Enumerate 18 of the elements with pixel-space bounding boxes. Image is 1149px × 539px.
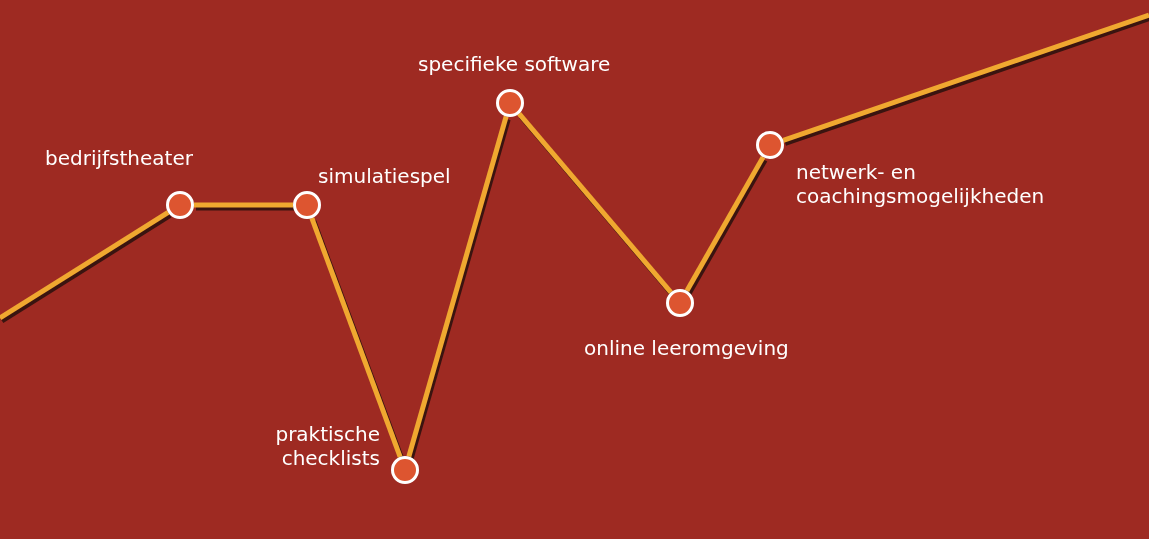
point-label: simulatiespel	[318, 164, 452, 188]
point-label: specifieke software	[418, 52, 612, 76]
point-label: bedrijfstheater	[45, 146, 194, 170]
connector-line	[406, 115, 511, 461]
connector-line	[782, 12, 1149, 146]
connector-line	[194, 202, 295, 211]
point-marker	[756, 131, 784, 159]
point-label: netwerk- en coachingsmogelijkheden	[796, 160, 1046, 208]
point-label: online leeromgeving	[584, 336, 790, 360]
connector-line	[684, 155, 768, 296]
point-marker	[166, 191, 194, 219]
connector-line	[0, 210, 172, 324]
point-label: praktische checklists	[274, 422, 380, 470]
point-marker	[293, 191, 321, 219]
connector-line	[517, 112, 675, 297]
point-marker	[666, 289, 694, 317]
point-marker	[391, 456, 419, 484]
point-marker	[496, 89, 524, 117]
